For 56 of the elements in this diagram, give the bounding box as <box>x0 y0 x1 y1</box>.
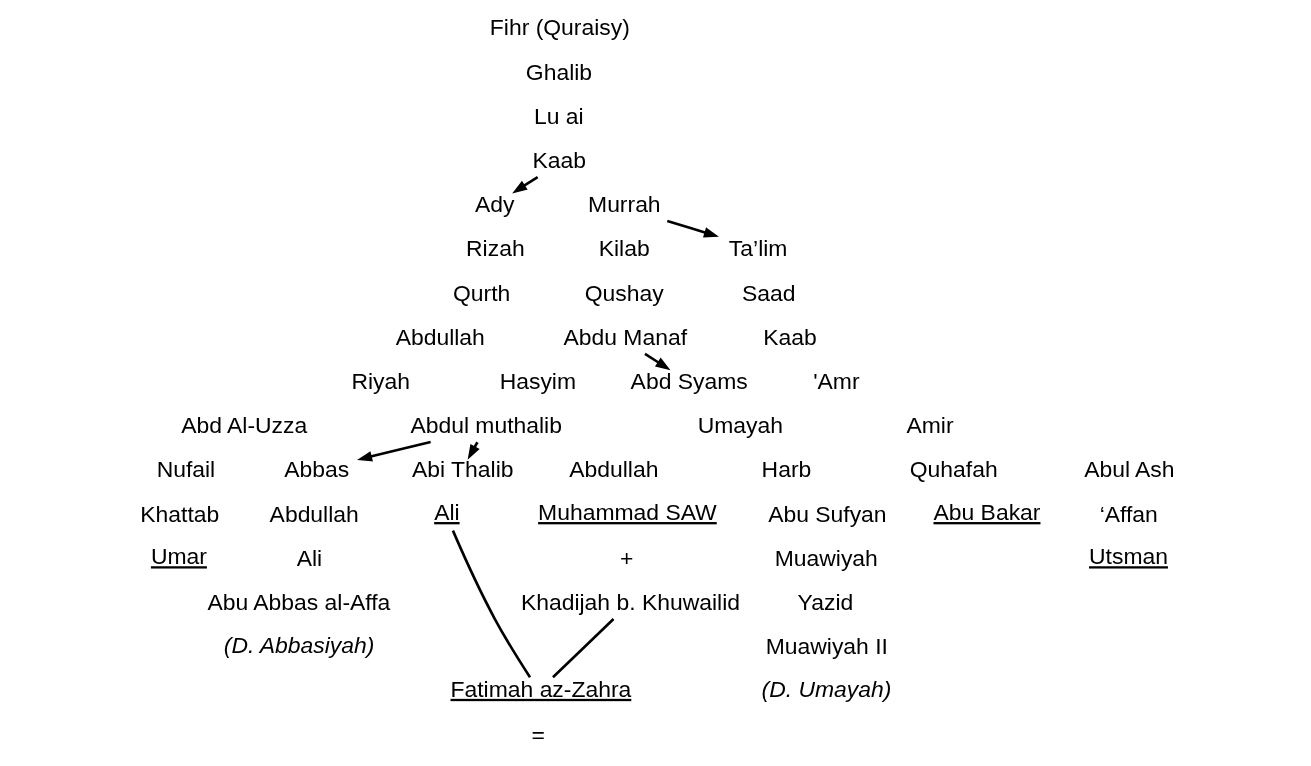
node-text: Abdu Manaf <box>563 323 687 350</box>
arrow <box>511 175 538 194</box>
node-text: Harb <box>761 456 811 483</box>
connector <box>551 618 614 679</box>
node-text: Ghalib <box>525 58 592 85</box>
node-text: Khattab <box>139 500 219 527</box>
node-text: Fatimah az-Zahra <box>450 675 631 702</box>
node-text: Qushay <box>584 279 664 306</box>
node-text: Abd Al-Uzza <box>180 412 307 439</box>
arrow <box>356 440 431 462</box>
node-text: Abul Ash <box>1083 456 1175 483</box>
node-text: Muawiyah II <box>765 633 888 660</box>
node-text: Abdul muthalib <box>409 412 562 439</box>
node-text: Umar <box>150 543 207 570</box>
node-text: Kilab <box>598 235 650 262</box>
node-text: Kaab <box>762 323 817 350</box>
node-text: Abdullah <box>395 323 485 350</box>
node-text: Saad <box>741 279 795 306</box>
node-text: Ady <box>474 191 515 218</box>
arrow <box>643 352 670 371</box>
label: = <box>531 721 545 748</box>
node-text: Abu Abbas al-Affa <box>206 589 390 616</box>
node-text: Muawiyah <box>774 544 878 571</box>
node-text: Qurth <box>452 279 510 306</box>
node-text: Amir <box>905 412 954 439</box>
node-text: Murrah <box>587 191 661 218</box>
node-text: Abu Sufyan <box>767 500 887 527</box>
node-text: (D. Umayah) <box>761 675 891 702</box>
node-text: Fihr (Quraisy) <box>489 14 630 41</box>
node-text: Khadijah b. Khuwailid <box>520 589 740 616</box>
connector <box>451 530 531 678</box>
node-text: ‘Affan <box>1099 500 1158 527</box>
arrow <box>666 219 719 238</box>
node-text: Abd Syams <box>630 368 748 395</box>
label: + <box>619 544 633 571</box>
node-text: Muhammad SAW <box>537 499 717 526</box>
node-text: Ali <box>296 544 322 571</box>
node-text: 'Amr <box>812 368 860 395</box>
node-text: Umayah <box>697 412 783 439</box>
node-text: Riyah <box>350 368 410 395</box>
node-text: Ta’lim <box>728 235 787 262</box>
node-text: Yazid <box>797 589 853 616</box>
node-text: Kaab <box>531 147 586 174</box>
node-text: Lu ai <box>533 102 584 129</box>
node-text: Abdullah <box>568 456 658 483</box>
node-text: Ali <box>433 499 460 526</box>
node-text: Abu Bakar <box>933 499 1040 526</box>
node-text: Utsman <box>1088 543 1168 570</box>
node-text: Quhafah <box>909 456 998 483</box>
node-text: Hasyim <box>499 368 576 395</box>
node-text: Abbas <box>283 456 349 483</box>
node-text: Abi Thalib <box>411 456 514 483</box>
node-text: (D. Abbasiyah) <box>223 631 374 658</box>
node-text: Abdullah <box>269 500 359 527</box>
node-text: Rizah <box>465 235 525 262</box>
node-text: Nufail <box>156 456 215 483</box>
